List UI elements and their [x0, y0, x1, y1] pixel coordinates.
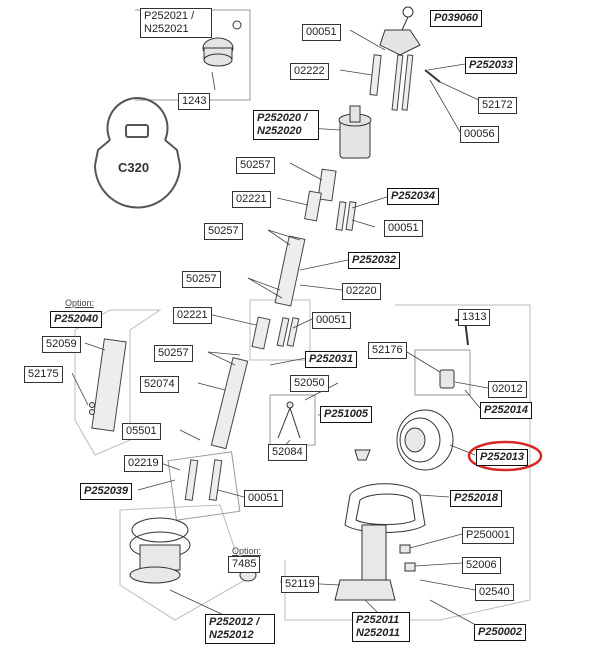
- label-00051-c: 00051: [312, 312, 351, 329]
- c320-ring-icon: [94, 97, 181, 209]
- group-box-p251005: [269, 394, 316, 446]
- label-52050: 52050: [290, 375, 329, 392]
- label-52175: 52175: [24, 366, 63, 383]
- label-00056: 00056: [460, 126, 499, 143]
- label-52119: 52119: [281, 576, 319, 593]
- label-50257-d: 50257: [154, 345, 193, 362]
- label-p252032: P252032: [348, 252, 401, 269]
- group-box-p252014: [414, 349, 471, 396]
- label-52006: 52006: [462, 557, 501, 574]
- label-7485: 7485: [228, 556, 261, 573]
- label-50257-a: 50257: [236, 157, 275, 174]
- label-02540: 02540: [475, 584, 514, 601]
- option-label-2: Option:: [232, 546, 262, 556]
- right-parts: [334, 319, 469, 601]
- leader-lines: [71, 29, 489, 631]
- label-52176: 52176: [368, 342, 407, 359]
- label-p252014: P252014: [480, 402, 533, 419]
- c320-label: C320: [118, 160, 150, 175]
- label-02221-a: 02221: [232, 191, 271, 208]
- label-52059: 52059: [42, 336, 81, 353]
- label-p252039: P252039: [80, 483, 133, 500]
- central-tubes: [91, 54, 414, 501]
- label-p039060: P039060: [430, 10, 483, 27]
- label-00051-d: 00051: [244, 490, 283, 507]
- label-p252013: P252013: [476, 449, 529, 466]
- label-p252018: P252018: [450, 490, 503, 507]
- highlight-ellipse: [467, 440, 543, 472]
- group-box-p252039: [167, 451, 241, 521]
- top-parts: [202, 6, 441, 159]
- label-02219: 02219: [124, 455, 163, 472]
- label-p252031: P252031: [305, 351, 358, 368]
- label-02220: 02220: [342, 283, 381, 300]
- label-p252021: P252021 /N252021: [140, 8, 212, 38]
- label-p252040: P252040: [50, 311, 103, 328]
- label-p252034: P252034: [387, 188, 440, 205]
- label-p252033: P252033: [465, 57, 518, 74]
- option-label: Option:: [65, 298, 95, 308]
- group-box-right: [284, 304, 531, 621]
- label-p250001: P250001: [462, 527, 515, 544]
- label-p250002: P250002: [474, 624, 527, 641]
- label-52074: 52074: [140, 376, 179, 393]
- label-02222: 02222: [290, 63, 329, 80]
- label-50257-b: 50257: [204, 223, 243, 240]
- label-p252020: P252020 /N252020: [253, 110, 319, 140]
- label-1243: 1243: [178, 93, 211, 110]
- label-p251005: P251005: [320, 406, 373, 423]
- bottom-winder: [89, 401, 301, 584]
- label-1313: 1313: [458, 309, 491, 326]
- group-box-p252040: [74, 309, 162, 456]
- label-05501: 05501: [122, 423, 161, 440]
- label-02221-b: 02221: [173, 307, 212, 324]
- group-box-p252012: [119, 504, 246, 621]
- label-00051-a: 00051: [302, 24, 341, 41]
- label-p252012: P252012 /N252012: [205, 614, 275, 644]
- label-52172: 52172: [478, 97, 517, 114]
- label-02012: 02012: [488, 381, 527, 398]
- label-52084: 52084: [268, 444, 307, 461]
- label-00051-b: 00051: [384, 220, 423, 237]
- label-50257-c: 50257: [182, 271, 221, 288]
